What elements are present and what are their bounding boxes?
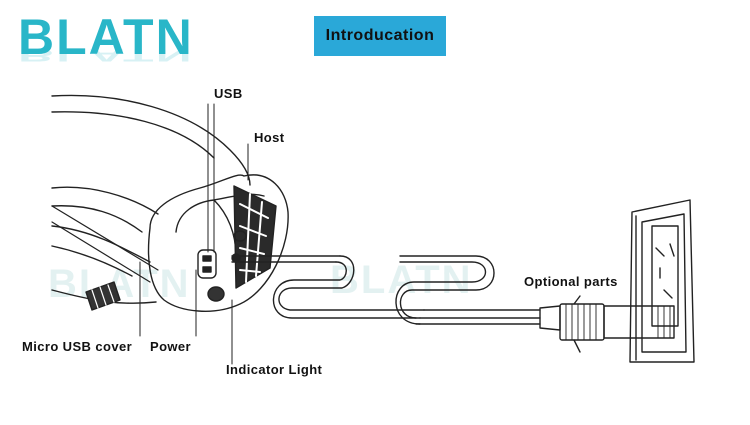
label-indicator-light: Indicator Light bbox=[226, 362, 323, 377]
label-host: Host bbox=[254, 130, 285, 145]
label-optional-parts: Optional parts bbox=[524, 274, 618, 289]
wall-socket bbox=[629, 199, 695, 363]
label-usb: USB bbox=[214, 86, 243, 101]
headband-outer-edge bbox=[51, 94, 251, 186]
host-housing bbox=[147, 174, 289, 312]
micro-usb-cover-part bbox=[85, 281, 121, 311]
label-power: Power bbox=[150, 339, 192, 354]
brand-logo: BLATN bbox=[18, 9, 194, 65]
label-micro-usb-cover: Micro USB cover bbox=[22, 339, 133, 354]
diagram-title: Introducation bbox=[314, 16, 446, 56]
headband-inner-edge bbox=[51, 111, 215, 159]
